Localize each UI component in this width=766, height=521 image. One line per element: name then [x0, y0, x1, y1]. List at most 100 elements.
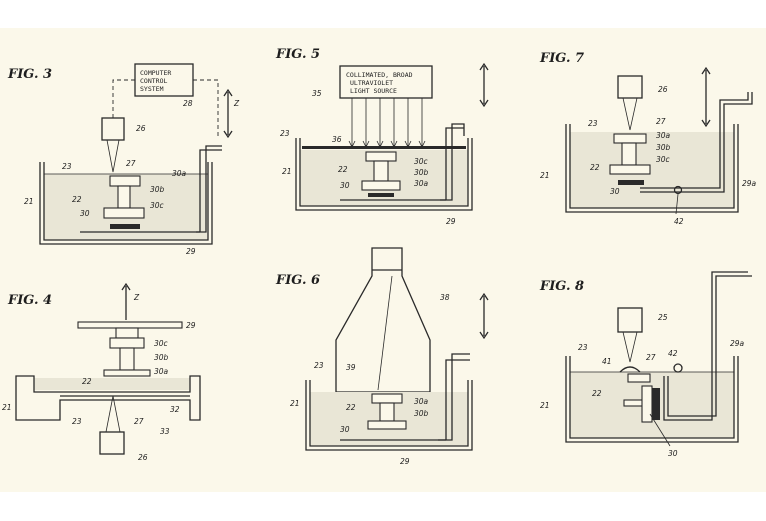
fig7-ref-21: 21	[540, 171, 550, 180]
fig8-ref-25: 25	[658, 313, 668, 322]
fig6-ref-38: 38	[440, 293, 450, 302]
fig7-beam	[622, 97, 638, 131]
fig3-ref-26: 26	[136, 124, 146, 133]
fig5-title: FIG. 5	[275, 47, 320, 62]
fig5-ref-30: 30	[340, 181, 350, 190]
fig7-z-arrow	[701, 66, 711, 128]
fig8-group: FIG. 8 25 27 23 22 21 41 42 29a 30	[539, 271, 752, 458]
fig4-beam	[105, 395, 121, 433]
fig3-part-stem	[117, 185, 131, 209]
fig8-ref-23: 23	[578, 343, 588, 352]
fig7-ref-30a: 30a	[656, 131, 671, 140]
fig4-group: FIG. 4 Z 29 30c 30b 30a 21 22 23 32 33 2…	[2, 282, 201, 462]
fig8-ref-41: 41	[602, 357, 612, 366]
fig5-mask	[302, 146, 466, 149]
fig3-z-arrow	[223, 88, 233, 139]
fig3-title: FIG. 3	[7, 67, 52, 82]
fig8-elevator-arm	[663, 271, 752, 421]
fig8-ref-27: 27	[646, 353, 656, 362]
fig6-ref-30b: 30b	[414, 409, 429, 418]
fig7-title: FIG. 7	[539, 51, 584, 66]
fig4-ref-26: 26	[138, 453, 148, 462]
fig8-ref-30: 30	[668, 449, 678, 458]
fig4-axis-z: Z	[133, 293, 140, 302]
fig5-elevator-arm	[440, 123, 465, 201]
fig3-ref-27: 27	[126, 159, 136, 168]
fig3-elevator-arm	[196, 145, 222, 233]
fig7-ref-30: 30	[610, 187, 620, 196]
fig5-ref-21: 21	[282, 167, 292, 176]
fig4-ref-30b: 30b	[154, 353, 169, 362]
fig6-group: FIG. 6 38 39 23 21 29 22 30 30a 30b	[275, 247, 489, 466]
fig5-ref-22: 22	[338, 165, 348, 174]
fig3-bath	[39, 162, 213, 245]
fig4-ref-21: 21	[2, 403, 12, 412]
fig5-ref-30b: 30b	[414, 168, 429, 177]
fig4-arm	[77, 321, 183, 329]
fig3-control-line-left	[112, 79, 135, 118]
fig7-bath	[565, 124, 739, 213]
fig8-ref-42: 42	[668, 349, 678, 358]
fig7-light-source	[617, 75, 643, 99]
fig8-beam	[622, 331, 638, 363]
fig3-ref-30c: 30c	[150, 201, 165, 210]
fig6-ref-30a: 30a	[414, 397, 429, 406]
fig7-ref-29a: 29a	[742, 179, 757, 188]
fig7-elevator-arm	[640, 92, 753, 193]
fig4-ref-30a: 30a	[154, 367, 169, 376]
fig5-box-line3: LIGHT SOURCE	[350, 87, 397, 95]
fig3-beam	[106, 139, 120, 173]
fig3-ref-21: 21	[24, 197, 34, 206]
fig7-ref-30c: 30c	[656, 155, 671, 164]
fig4-light-source	[99, 431, 125, 455]
fig8-bath	[565, 356, 739, 443]
fig7-ref-22: 22	[590, 163, 600, 172]
fig5-ref-30a: 30a	[414, 179, 429, 188]
fig3-part-base	[103, 207, 145, 219]
fig6-ref-30: 30	[340, 425, 350, 434]
fig8-title: FIG. 8	[539, 279, 584, 294]
fig6-bath	[305, 380, 473, 451]
fig5-ref-35: 35	[312, 89, 322, 98]
fig3-box-line3: SYSTEM	[140, 85, 164, 93]
fig4-ref-30c: 30c	[154, 339, 169, 348]
fig5-light-source-box	[339, 65, 433, 99]
fig4-ref-23: 23	[72, 417, 82, 426]
fig5-ref-30c: 30c	[414, 157, 429, 166]
fig3-ref-23: 23	[62, 162, 72, 171]
fig4-ref-27: 27	[134, 417, 144, 426]
fig5-box-line2: ULTRAVIOLET	[350, 79, 393, 87]
fig6-ref-23: 23	[314, 361, 324, 370]
fig4-title: FIG. 4	[7, 293, 52, 308]
fig6-ref-39: 39	[346, 363, 356, 372]
fig5-z-arrow	[479, 62, 489, 108]
fig7-fluid-ball	[673, 185, 683, 195]
fig3-control-line-right	[193, 79, 219, 138]
fig4-ref-29: 29	[186, 321, 196, 330]
fig3-light-source	[101, 117, 125, 141]
fig7-ref-23: 23	[588, 119, 598, 128]
fig5-box-line1: COLLIMATED, BROAD	[346, 71, 413, 79]
fig5-ref-23: 23	[280, 129, 290, 138]
fig3-ref-30a: 30a	[172, 169, 187, 178]
fig8-ref-29a: 29a	[730, 339, 745, 348]
fig7-ref-42: 42	[674, 217, 684, 226]
fig5-bath	[295, 138, 473, 211]
fig8-light-source	[617, 307, 643, 333]
fig8-ball	[673, 363, 683, 373]
fig7-ref-27: 27	[656, 117, 666, 126]
fig3-group: FIG. 3 COMPUTER CONTROL SYSTEM 28 26 27 …	[7, 63, 240, 256]
fig6-z-arrow	[479, 292, 489, 340]
fig6-ref-22: 22	[346, 403, 356, 412]
fig3-ref-29: 29	[186, 247, 196, 256]
fig4-z-arrow	[121, 282, 131, 320]
fig4-part-top	[109, 337, 145, 349]
fig7-ref-26: 26	[658, 85, 668, 94]
fig4-ref-32: 32	[170, 405, 180, 414]
fig3-box-line1: COMPUTER	[140, 69, 171, 77]
fig5-group: FIG. 5 COLLIMATED, BROAD ULTRAVIOLET LIG…	[275, 47, 489, 226]
fig5-uv-arrows	[348, 98, 426, 148]
fig3-part-top	[109, 175, 141, 187]
fig3-ref-30: 30	[80, 209, 90, 218]
fig5-ref-36: 36	[332, 135, 342, 144]
